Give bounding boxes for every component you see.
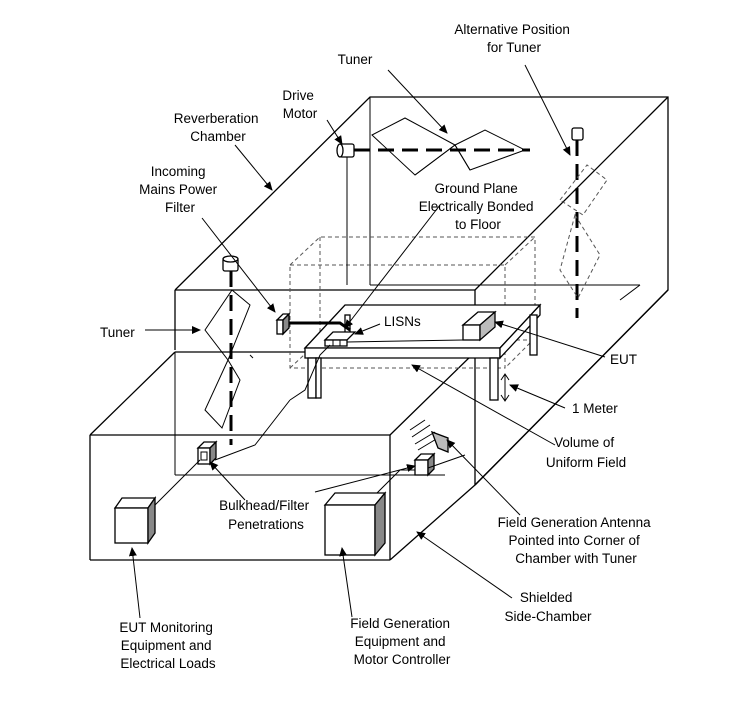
- antenna-cable: [427, 454, 466, 469]
- reverberation-chamber-outline: [174, 96, 669, 486]
- label-drive-motor: Drive Motor: [282, 88, 317, 121]
- monitoring-cable: [289, 344, 331, 401]
- label-tuner-top: Tuner: [338, 52, 373, 67]
- label-eut: EUT: [610, 352, 637, 367]
- label-field-gen-equipment: Field Generation Equipment and Motor Con…: [350, 616, 454, 667]
- alt-tuner: [559, 127, 608, 318]
- mains-power-filter: [275, 312, 291, 336]
- tuner-left: [204, 255, 254, 445]
- bulkhead-left: [196, 440, 218, 466]
- label-one-meter: 1 Meter: [572, 401, 618, 416]
- shielded-side-chamber: [89, 351, 476, 561]
- label-reverb-chamber: Reverberation Chamber: [174, 111, 263, 144]
- label-shielded: Shielded Side-Chamber: [504, 590, 592, 624]
- eut-cable: [346, 339, 464, 343]
- field-gen-box: [323, 491, 387, 557]
- label-eut-monitoring: EUT Monitoring Equipment and Electrical …: [119, 620, 216, 671]
- label-tuner-left: Tuner: [100, 325, 135, 340]
- label-antenna: Field Generation Antenna Pointed into Co…: [498, 515, 655, 566]
- label-incoming-filter: Incoming Mains Power Filter: [139, 164, 221, 215]
- eut-table: [303, 303, 542, 402]
- label-bulkhead: Bulkhead/Filter Penetrations: [219, 498, 313, 532]
- tuner-top: [371, 117, 527, 176]
- leader-lines: [128, 64, 606, 619]
- bulkhead-right: [413, 452, 436, 477]
- field-generation-antenna: [409, 419, 449, 453]
- label-alt-position: Alternative Position for Tuner: [454, 22, 573, 55]
- label-ground-plane: Ground Plane Electrically Bonded to Floo…: [419, 181, 538, 232]
- cable-to-monitor: [154, 459, 201, 506]
- cable-to-field-gen: [374, 469, 415, 496]
- label-volume-field: Volume of Uniform Field: [546, 435, 626, 470]
- drive-motor: [336, 143, 355, 158]
- label-lisns: LISNs: [384, 314, 421, 329]
- eut-box: [461, 310, 497, 342]
- lisns-box: [323, 331, 357, 347]
- eut-monitoring-box: [113, 495, 157, 546]
- cable-to-bulkhead: [214, 399, 291, 461]
